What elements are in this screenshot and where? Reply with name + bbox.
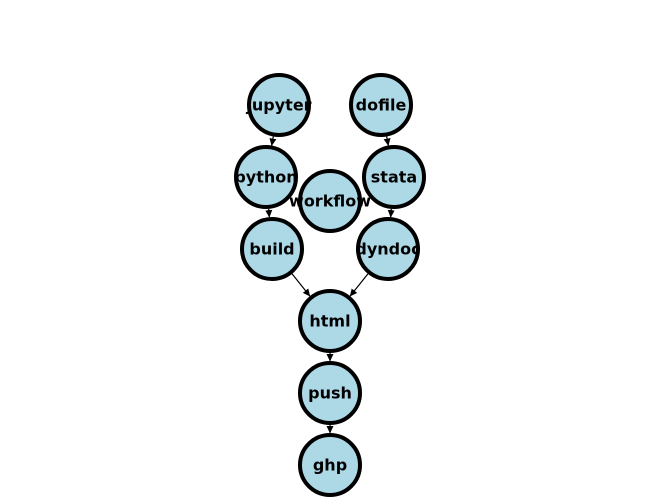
node-circle-build: [240, 217, 304, 281]
node-circle-ghp: [298, 433, 362, 497]
node-label-workflow: workflow: [289, 192, 371, 211]
node-ghp: ghp: [298, 433, 362, 497]
node-circle-workflow: [298, 169, 362, 233]
edge-python-to-build: [265, 208, 273, 218]
node-circle-dyndoc: [356, 217, 420, 281]
node-circle-stata: [362, 145, 426, 209]
edge-stata-to-dyndoc: [387, 208, 395, 218]
node-circle-jupyter: [247, 73, 311, 137]
node-python: python: [234, 145, 298, 209]
edge-dofile-to-stata: [383, 136, 391, 146]
edge-dyndoc-to-html: [349, 273, 369, 297]
node-dofile: dofile: [349, 73, 413, 137]
edges-layer: [265, 136, 395, 434]
node-label-build: build: [249, 240, 294, 259]
node-jupyter: jupyter: [245, 73, 312, 137]
node-label-python: python: [234, 168, 297, 187]
node-label-push: push: [308, 384, 352, 403]
node-label-html: html: [309, 312, 350, 331]
node-circle-dofile: [349, 73, 413, 137]
node-push: push: [298, 361, 362, 425]
node-label-dofile: dofile: [356, 96, 407, 115]
node-circle-html: [298, 289, 362, 353]
node-stata: stata: [362, 145, 426, 209]
edge-jupyter-to-python: [269, 136, 277, 146]
node-html: html: [298, 289, 362, 353]
node-label-ghp: ghp: [313, 456, 347, 475]
node-circle-python: [234, 145, 298, 209]
node-label-dyndoc: dyndoc: [355, 240, 420, 259]
node-label-stata: stata: [371, 168, 417, 187]
node-circle-push: [298, 361, 362, 425]
node-workflow: workflow: [289, 169, 371, 233]
edge-build-to-html: [291, 273, 311, 297]
node-dyndoc: dyndoc: [355, 217, 421, 281]
node-build: build: [240, 217, 304, 281]
node-label-jupyter: jupyter: [245, 96, 311, 115]
